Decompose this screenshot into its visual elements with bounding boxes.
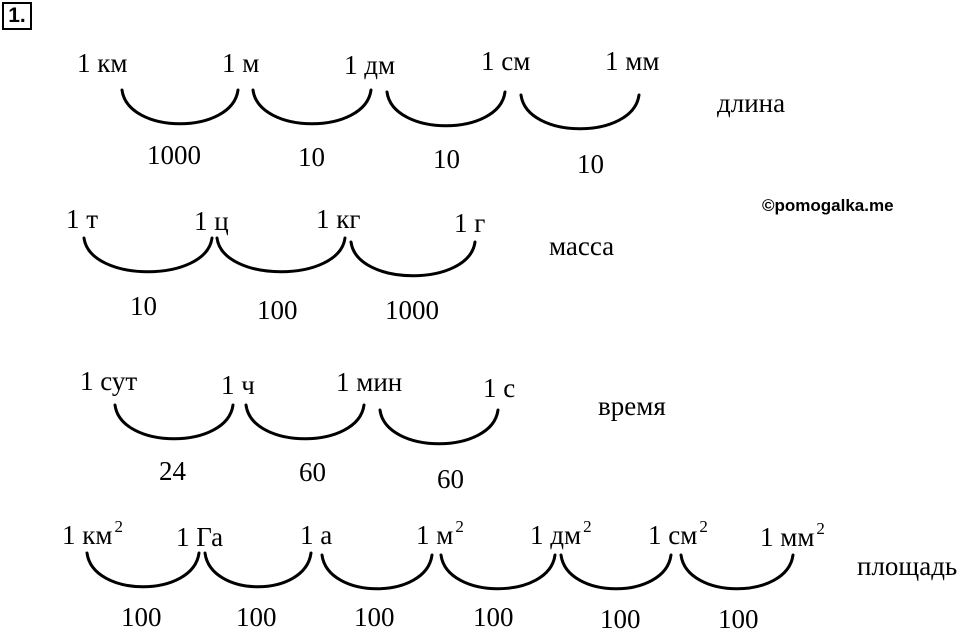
conversion-arc [85, 551, 201, 589]
conversion-arc [519, 93, 641, 131]
factor-label: 10 [130, 291, 157, 321]
factor-label: 100 [718, 604, 759, 634]
task-number: 1. [2, 2, 32, 30]
factor-label: 100 [257, 295, 298, 325]
unit-t: 1 т [66, 204, 99, 234]
conversion-arc [215, 236, 347, 274]
factor-label: 10 [433, 144, 460, 174]
conversion-arc [439, 553, 557, 591]
unit-hour: 1 ч [221, 370, 255, 400]
conversion-arc [679, 553, 795, 591]
factor-label: 100 [121, 602, 162, 632]
unit-g: 1 г [454, 208, 486, 238]
unit-a: 1 а [300, 520, 333, 550]
conversion-arc [120, 88, 240, 126]
unit-min: 1 мин [336, 367, 403, 397]
unit-dm: 1 дм [344, 50, 396, 80]
category-mass: масса [549, 231, 615, 261]
factor-label: 1000 [385, 295, 439, 325]
conversion-arc [82, 236, 214, 274]
factor-label: 1000 [147, 140, 201, 170]
factor-label: 100 [354, 602, 395, 632]
unit-sec: 1 с [483, 373, 516, 403]
factor-label: 60 [437, 464, 464, 494]
category-length: длина [717, 88, 786, 118]
unit-mm: 1 мм [605, 46, 660, 76]
factor-label: 10 [577, 149, 604, 179]
conversion-arc [113, 403, 235, 441]
unit-c: 1 ц [194, 206, 229, 236]
conversion-arc [320, 553, 434, 591]
unit-day: 1 сут [80, 366, 138, 396]
conversion-arc [349, 240, 477, 278]
conversion-arc [251, 88, 373, 126]
factor-label: 100 [236, 602, 277, 632]
factor-label: 24 [159, 456, 186, 486]
unit-m: 1 м [222, 48, 260, 78]
factor-label: 100 [473, 602, 514, 632]
conversion-arc [378, 408, 500, 446]
factor-label: 60 [299, 457, 326, 487]
conversion-arc [385, 90, 507, 128]
conversion-arc [559, 553, 673, 591]
unit-cm: 1 см [481, 46, 531, 76]
conversion-arc [244, 403, 366, 441]
unit-km: 1 км [77, 48, 128, 78]
factor-label: 100 [600, 604, 641, 634]
factor-label: 10 [298, 142, 325, 172]
conversion-arc [203, 551, 313, 589]
unit-kg: 1 кг [316, 204, 361, 234]
category-area: площадь [857, 551, 958, 581]
unit-ha: 1 Га [176, 522, 224, 552]
category-time: время [598, 391, 666, 421]
watermark: ©pomogalka.me [762, 196, 894, 215]
